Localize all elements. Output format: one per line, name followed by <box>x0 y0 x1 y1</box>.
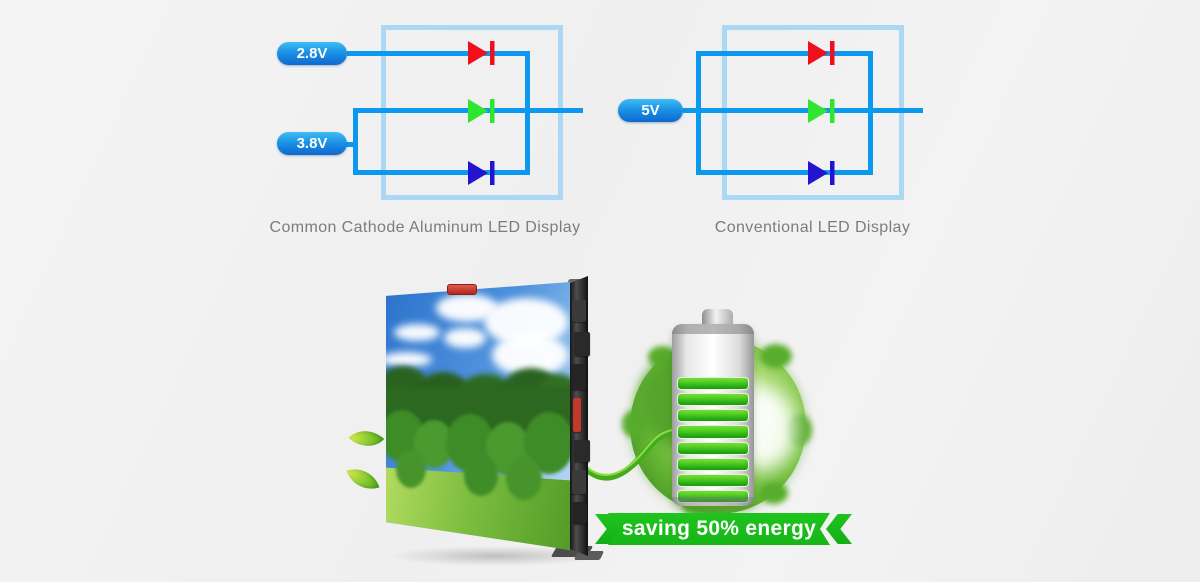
globe-tuft <box>760 482 788 504</box>
battery-cap <box>702 309 733 327</box>
panel-connector <box>573 502 587 524</box>
diagram-caption-left: Common Cathode Aluminum LED Display <box>269 219 581 236</box>
panel-connector-red <box>573 398 581 432</box>
wire-pill-stub <box>345 142 358 147</box>
cloud <box>386 352 432 367</box>
wire-right-branch <box>868 51 873 175</box>
voltage-pill-5v: 5V <box>618 99 683 122</box>
battery-bar <box>677 441 749 455</box>
wire-red-row <box>347 51 530 56</box>
battery-level-bars <box>677 377 749 503</box>
panel-foot <box>573 551 605 560</box>
wire-input-branch <box>353 108 358 175</box>
panel-shadow <box>388 546 603 566</box>
led-red-icon <box>468 41 495 65</box>
wire-left-branch <box>696 51 701 175</box>
wire-red-row <box>696 51 873 56</box>
wire-blue-row <box>696 170 873 175</box>
power-cable-icon <box>580 429 675 481</box>
voltage-pill-2-8v: 2.8V <box>277 42 347 65</box>
globe-tuft <box>760 344 792 368</box>
wire-common-cathode-branch <box>525 51 530 175</box>
tree <box>464 454 498 496</box>
led-red-icon <box>808 41 835 65</box>
panel-connector <box>572 364 586 390</box>
wire-main-row <box>683 108 923 113</box>
leaf-icon <box>346 462 380 496</box>
battery-bar <box>677 473 749 487</box>
tree <box>396 450 426 488</box>
battery-bar <box>677 393 749 407</box>
cloud <box>394 324 440 341</box>
battery-body <box>672 324 754 506</box>
battery-bar <box>677 409 749 423</box>
battery-bottom-band <box>672 497 754 506</box>
cloud <box>444 328 486 348</box>
led-green-icon <box>808 99 835 123</box>
wire-blue-row <box>353 170 530 175</box>
ribbon-chevron-right <box>826 514 852 544</box>
leaf-icon <box>348 420 385 457</box>
battery-bar <box>677 425 749 439</box>
battery-top-band <box>672 324 754 334</box>
tree <box>506 456 542 500</box>
battery-bar <box>677 457 749 471</box>
panel-connector <box>574 440 590 462</box>
led-blue-icon <box>468 161 495 185</box>
led-display-panel <box>386 282 570 550</box>
voltage-pill-3-8v: 3.8V <box>277 132 347 155</box>
battery-bar <box>677 377 749 391</box>
battery-bar <box>677 489 749 503</box>
panel-handle <box>447 284 477 295</box>
led-green-icon <box>468 99 495 123</box>
energy-ribbon: saving 50% energy <box>608 513 830 545</box>
panel-connector <box>572 470 586 494</box>
diagram-caption-right: Conventional LED Display <box>714 219 911 236</box>
panel-connector <box>574 332 590 356</box>
panel-connector <box>572 300 586 322</box>
led-blue-icon <box>808 161 835 185</box>
